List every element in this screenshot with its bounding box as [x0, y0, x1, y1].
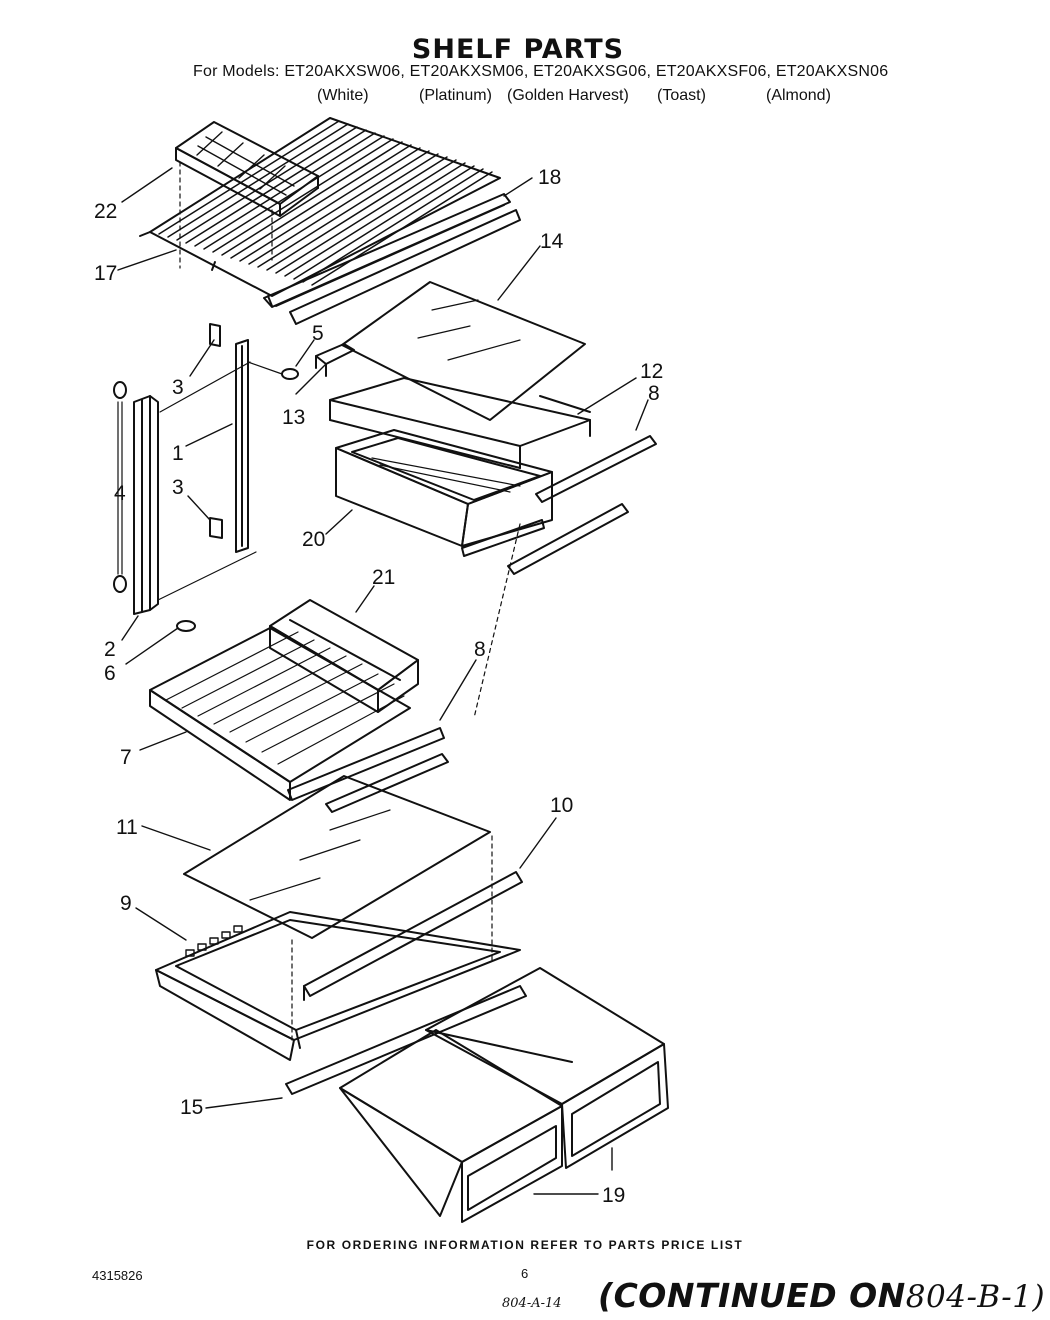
callout-6: 6	[104, 662, 116, 685]
trim-upper-shelf	[263, 193, 521, 325]
callout-14: 14	[540, 230, 564, 253]
callout-21: 21	[372, 566, 395, 589]
callout-18: 18	[538, 166, 561, 189]
glass-shelf-lower	[183, 775, 491, 939]
callout-10: 10	[550, 794, 573, 817]
callout-8-lower: 8	[474, 638, 486, 661]
color-label-golden-harvest: (Golden Harvest)	[507, 87, 629, 104]
callout-4: 4	[114, 482, 126, 505]
retainer-13	[315, 343, 355, 377]
continued-note: (CONTINUED ON804-B-1)	[598, 1276, 1045, 1315]
shelf-ladder-rail-rear	[209, 323, 249, 553]
color-label-toast: (Toast)	[657, 87, 706, 104]
ordering-note: FOR ORDERING INFORMATION REFER TO PARTS …	[306, 1238, 744, 1252]
leader-lines	[117, 167, 649, 1195]
trim-bars-8	[507, 435, 657, 575]
models-line: For Models: ET20AKXSW06, ET20AKXSM06, ET…	[193, 63, 889, 80]
trim-bar-15	[285, 985, 527, 1095]
callout-9: 9	[120, 892, 132, 915]
callout-3-bottom: 3	[172, 476, 184, 499]
handwritten-reference: 804-A-14	[502, 1296, 562, 1311]
callout-11: 11	[116, 816, 138, 839]
crisper-cover-frame	[155, 911, 521, 1061]
callout-1: 1	[172, 442, 184, 465]
callout-20: 20	[302, 528, 325, 551]
dairy-bin	[269, 599, 419, 713]
callout-22: 22	[94, 200, 117, 223]
glass-shelf-crisper-cover	[341, 281, 586, 421]
crisper-pans	[339, 967, 669, 1223]
slide-out-shelf	[149, 627, 449, 813]
callout-19: 19	[602, 1184, 625, 1207]
crisper-frame	[329, 377, 591, 469]
crisper-pan	[335, 429, 553, 557]
continued-reference: 804-B-1)	[905, 1279, 1046, 1315]
color-label-platinum: (Platinum)	[419, 87, 492, 104]
page-number: 6	[521, 1266, 529, 1281]
color-label-almond: (Almond)	[766, 87, 831, 104]
trim-bar-10	[303, 871, 523, 1001]
callout-15: 15	[180, 1096, 203, 1119]
callout-12: 12	[640, 360, 663, 383]
callout-17: 17	[94, 262, 117, 285]
alignment-lines-top	[179, 161, 273, 269]
callout-13: 13	[282, 406, 305, 429]
callout-5: 5	[312, 322, 324, 345]
continued-text: (CONTINUED ON	[598, 1276, 906, 1315]
callout-2: 2	[104, 638, 116, 661]
rail-guide-lines	[117, 361, 283, 601]
shelf-ladder-rail-front	[133, 395, 159, 615]
alignment-lines-bottom	[291, 523, 521, 1041]
callout-8-upper: 8	[648, 382, 660, 405]
callout-7: 7	[120, 746, 132, 769]
document-number: 4315826	[92, 1268, 143, 1283]
wire-shelf-upper	[139, 117, 501, 307]
callout-3-top: 3	[172, 376, 184, 399]
page-title: SHELF PARTS	[411, 34, 625, 65]
ice-tray	[175, 121, 319, 217]
color-label-white: (White)	[317, 87, 369, 104]
